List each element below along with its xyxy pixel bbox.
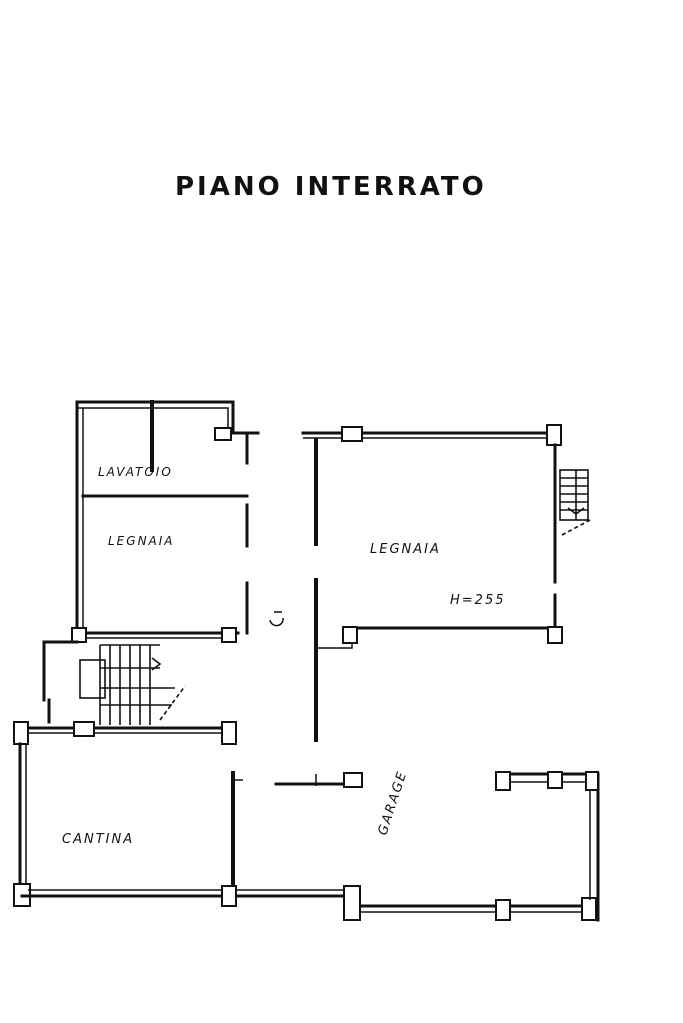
plan-title: PIANO INTERRATO [175, 172, 487, 202]
bottom-block-walls [13, 721, 600, 922]
corridor-symbol [269, 611, 284, 627]
room-label-lavatoio: LAVATOIO [98, 465, 173, 479]
room-label-garage: GARAGE [376, 769, 411, 838]
room-label-legnaia-left: LEGNAIA [108, 534, 175, 548]
down-arrow-icon [151, 657, 162, 671]
room-label-cantina: CANTINA [62, 832, 134, 847]
height-note: H=255 [450, 593, 505, 608]
stairwell [42, 640, 186, 725]
room-label-legnaia-right: LEGNAIA [370, 542, 441, 557]
left-block-walls [71, 400, 260, 643]
right-block-walls [301, 424, 591, 742]
